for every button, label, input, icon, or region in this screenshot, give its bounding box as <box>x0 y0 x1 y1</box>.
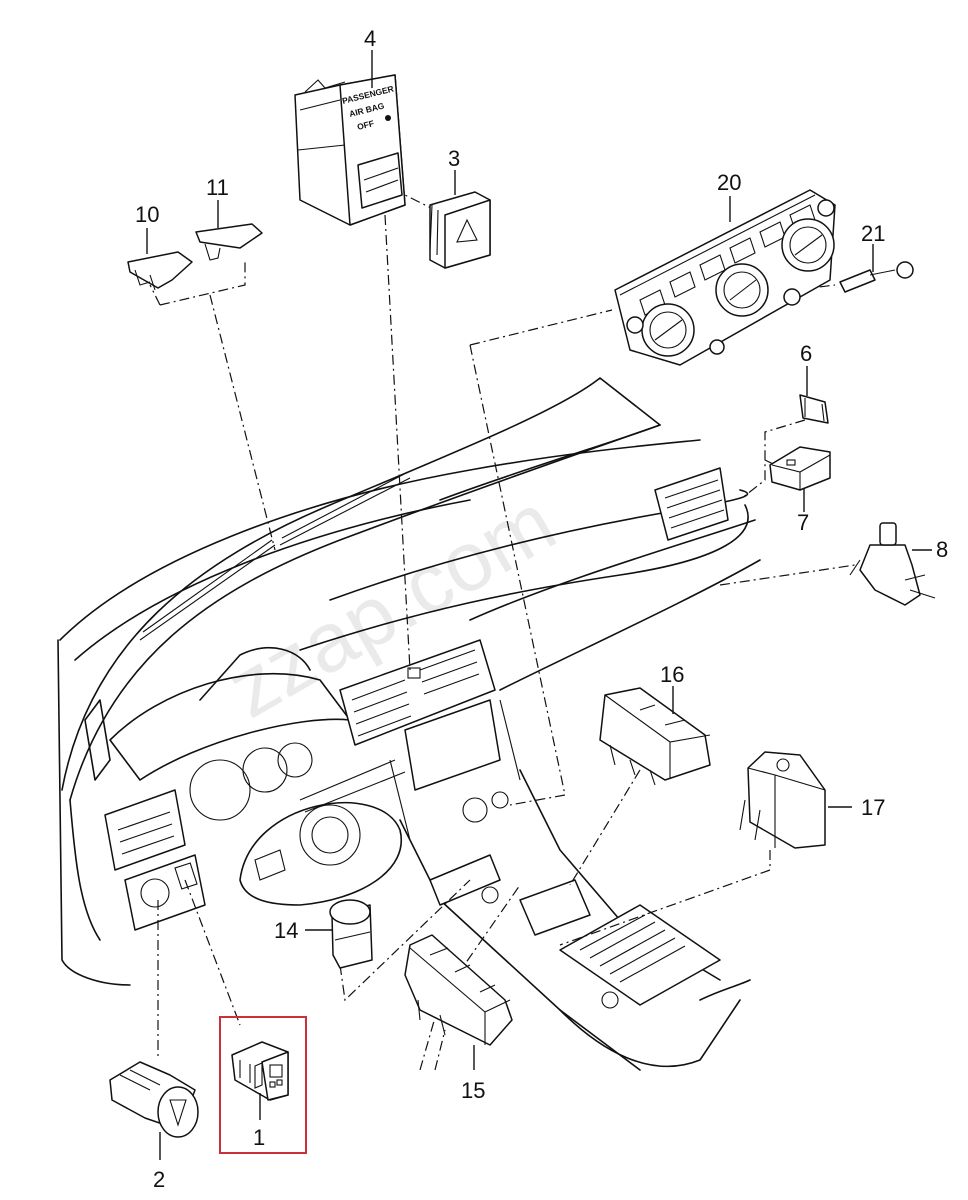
part-20-climate-panel[interactable] <box>614 189 836 366</box>
part-2-headlight-switch[interactable] <box>109 1061 199 1138</box>
callout-7: 7 <box>797 510 809 535</box>
part-15-switch-block[interactable] <box>404 934 513 1046</box>
callout-10: 10 <box>135 202 159 227</box>
callout-2: 2 <box>153 1167 165 1192</box>
dashboard-outline <box>57 377 761 1071</box>
airbag-seat-icon <box>385 115 391 121</box>
part-number-labels: 4 3 10 11 20 21 6 7 8 16 17 14 15 2 1 <box>135 26 948 1192</box>
callout-3: 3 <box>448 146 460 171</box>
callout-6: 6 <box>800 341 812 366</box>
part-11-cover-cap[interactable] <box>195 223 263 261</box>
callout-16: 16 <box>660 662 684 687</box>
callout-14: 14 <box>274 918 298 943</box>
callout-4: 4 <box>364 26 376 51</box>
callout-8: 8 <box>936 537 948 562</box>
hazard-triangle-icon <box>456 218 478 243</box>
part-6-clip[interactable] <box>799 394 829 424</box>
part-10-cover-cap[interactable] <box>127 251 193 291</box>
part-1-highlight-box <box>219 1016 307 1154</box>
part-1-switch-module[interactable] <box>231 1041 289 1101</box>
callout-20: 20 <box>717 170 741 195</box>
parking-brake-icon <box>776 758 790 772</box>
part-16-switch-block[interactable] <box>599 687 711 786</box>
part-8-switch[interactable] <box>849 522 936 606</box>
part-7-switch[interactable] <box>769 446 831 491</box>
part-17-parking-brake-switch[interactable] <box>739 751 826 849</box>
part-3-hazard-switch[interactable] <box>429 191 491 269</box>
callout-15: 15 <box>461 1078 485 1103</box>
part-14-start-button[interactable] <box>329 899 373 969</box>
leader-lines <box>146 50 932 1160</box>
reference-lines <box>149 179 856 1071</box>
callout-21: 21 <box>861 221 885 246</box>
callout-1: 1 <box>253 1125 265 1150</box>
airbag-label-line3: OFF <box>356 118 375 132</box>
callout-17: 17 <box>861 795 885 820</box>
callout-11: 11 <box>206 175 229 200</box>
part-4-airbag-indicator[interactable]: PASSENGER AIR BAG OFF <box>294 74 406 226</box>
part-21-bulb[interactable] <box>839 261 914 293</box>
